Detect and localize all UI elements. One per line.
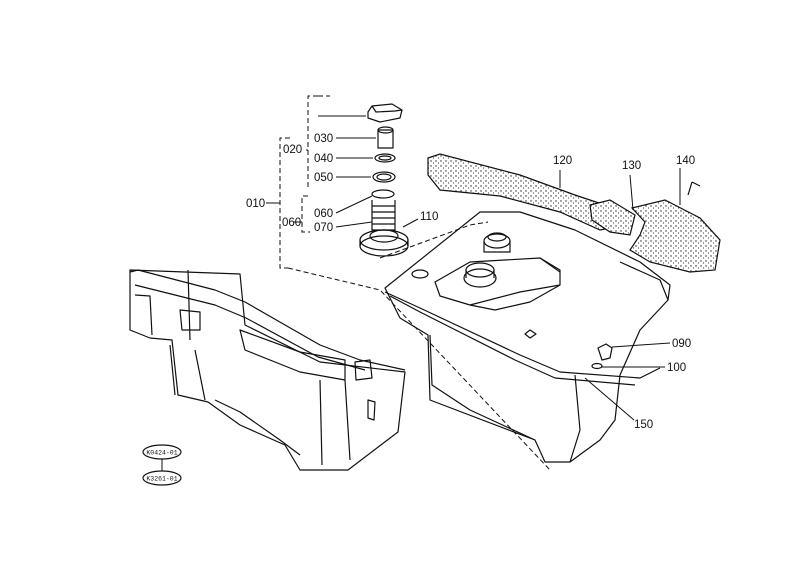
label-130: 130 (622, 160, 641, 172)
ring-040 (374, 153, 396, 163)
ref-top: K0424-01 (146, 450, 177, 457)
label-040: 040 (314, 153, 333, 165)
label-110: 110 (420, 211, 438, 223)
foam-pad-130 (589, 199, 636, 236)
tank-support-frame (129, 269, 406, 471)
label-120: 120 (553, 155, 572, 167)
foam-pads (427, 153, 721, 273)
ref-bottom: K3261-01 (146, 476, 177, 483)
fuel-tank (384, 211, 671, 463)
strainer-cylinder (377, 129, 394, 149)
part-labels: 010 020 030 040 050 060 060 070 110 120 … (246, 133, 695, 431)
label-100: 100 (667, 362, 686, 374)
label-150: 150 (634, 419, 653, 431)
filter-tube (371, 200, 396, 231)
filler-cap (367, 103, 403, 123)
label-140: 140 (676, 155, 695, 167)
reference-badges: K0424-01 K3261-01 (142, 444, 182, 486)
label-050: 050 (314, 172, 333, 184)
leader-lines (266, 115, 681, 421)
label-020: 020 (283, 144, 302, 156)
label-070: 070 (314, 222, 333, 234)
label-090: 090 (672, 338, 691, 350)
flange-110 (359, 229, 409, 251)
label-010: 010 (246, 198, 265, 210)
label-030: 030 (314, 133, 333, 145)
label-060-lower: 060 (282, 217, 301, 229)
gasket-050 (372, 171, 396, 183)
drain-plug (591, 343, 613, 370)
label-060-upper: 060 (314, 208, 333, 220)
filler-cap-assembly (359, 103, 409, 257)
foam-pad-140 (629, 199, 721, 273)
